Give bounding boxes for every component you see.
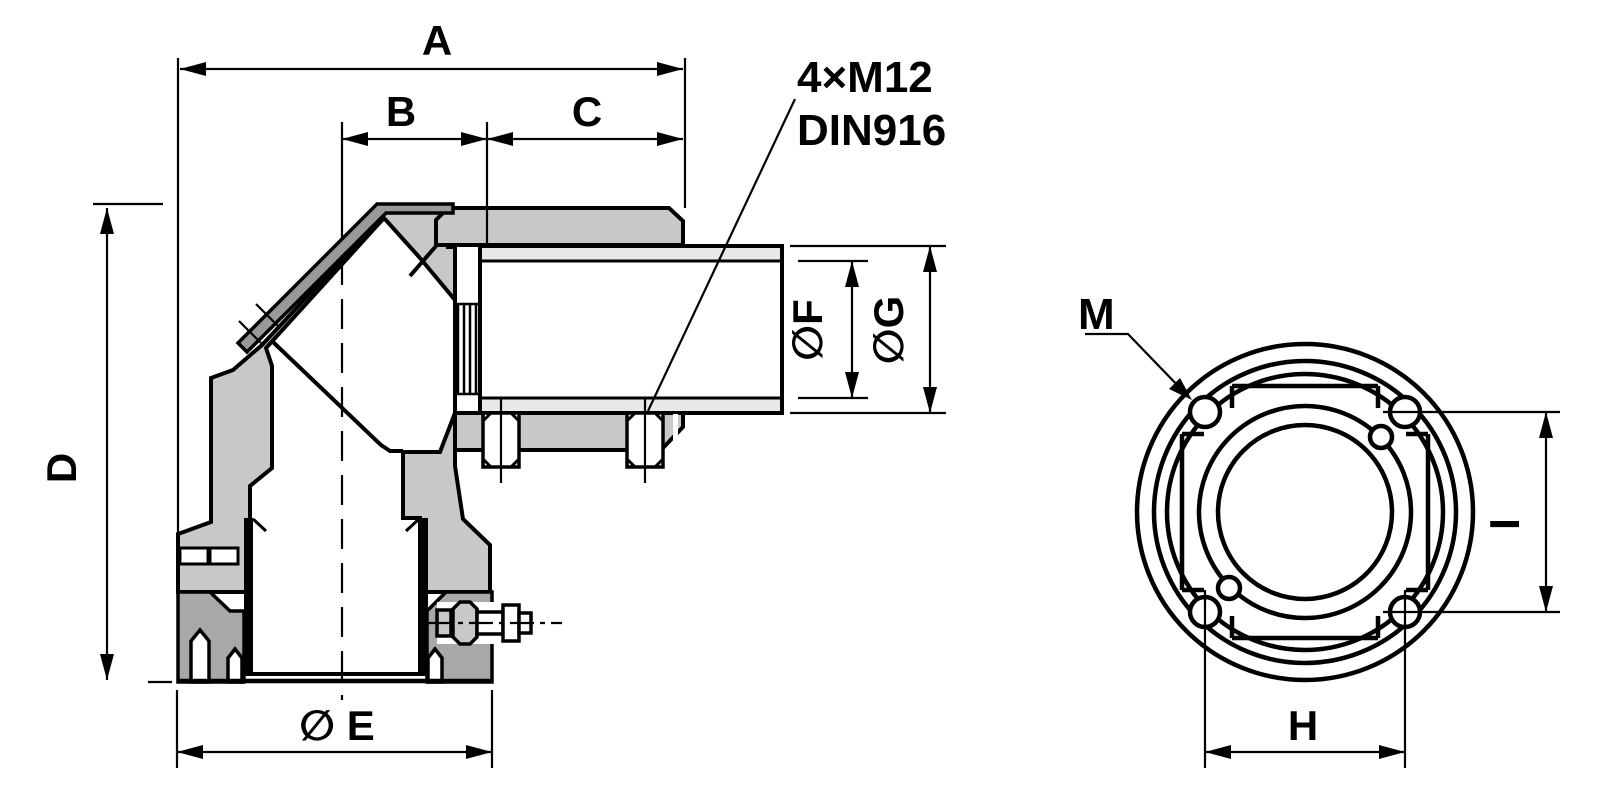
set-screw xyxy=(481,398,521,483)
flange-circle xyxy=(1164,371,1446,653)
socket-chamfer xyxy=(251,517,268,533)
seal-groove xyxy=(178,546,210,566)
mounting-plate-outline xyxy=(1179,383,1431,641)
callout-line2: DIN916 xyxy=(797,106,946,155)
shoulder-edge xyxy=(408,244,438,278)
surface-tick xyxy=(238,320,262,344)
inner-ring-circle xyxy=(1196,403,1414,621)
dim-g: ∅G xyxy=(865,246,937,413)
dim-label-d: D xyxy=(38,453,85,483)
pipe xyxy=(478,244,784,415)
dim-label-e: ∅ E xyxy=(299,702,375,749)
clamp-slit xyxy=(673,414,678,448)
socket-wall xyxy=(244,518,253,676)
dim-c: C xyxy=(487,88,683,146)
dim-label-a: A xyxy=(422,17,452,64)
dimensions-end: H I M xyxy=(1078,290,1560,768)
set-screw xyxy=(625,398,665,483)
dim-i: I xyxy=(1481,412,1553,612)
front-section-view xyxy=(176,202,784,700)
callout-set-screws: 4×M12 DIN916 xyxy=(647,53,946,412)
dim-label-h: H xyxy=(1288,702,1318,749)
bolt-hole xyxy=(1187,394,1223,430)
seal-groove xyxy=(208,546,240,566)
socket-chamfer xyxy=(404,517,421,533)
clamp-top xyxy=(434,206,685,247)
seal-lip xyxy=(226,646,244,684)
dim-e: ∅ E xyxy=(177,702,492,759)
dim-label-g: ∅G xyxy=(865,296,912,365)
dim-b: B xyxy=(342,88,487,146)
socket-wall xyxy=(419,518,428,676)
grease-nipple xyxy=(428,600,562,646)
seal-lip xyxy=(189,627,211,684)
callout-line1: 4×M12 xyxy=(797,53,933,102)
dim-label-b: B xyxy=(386,88,416,135)
pin-hole xyxy=(1367,423,1395,451)
bore-circle xyxy=(1215,422,1395,602)
bore-corner-edge xyxy=(271,340,403,453)
thread-section xyxy=(455,302,479,396)
surface-tick xyxy=(255,303,279,327)
dim-label-i: I xyxy=(1481,518,1528,530)
dim-label-c: C xyxy=(572,88,602,135)
dim-h: H xyxy=(1205,702,1405,759)
bore-cavity xyxy=(248,215,457,676)
leader-m: M xyxy=(1078,290,1192,400)
dim-label-m: M xyxy=(1078,290,1115,339)
pin-hole xyxy=(1215,574,1243,602)
dimensions-front: A B C D ∅ E xyxy=(38,17,946,768)
cover-plate xyxy=(235,202,455,355)
flange-circle xyxy=(1151,358,1459,666)
dim-d: D xyxy=(38,208,114,680)
dim-a: A xyxy=(180,17,683,76)
dim-label-f: ∅F xyxy=(784,299,831,361)
seal-lip xyxy=(426,646,444,684)
dim-f: ∅F xyxy=(784,261,859,398)
